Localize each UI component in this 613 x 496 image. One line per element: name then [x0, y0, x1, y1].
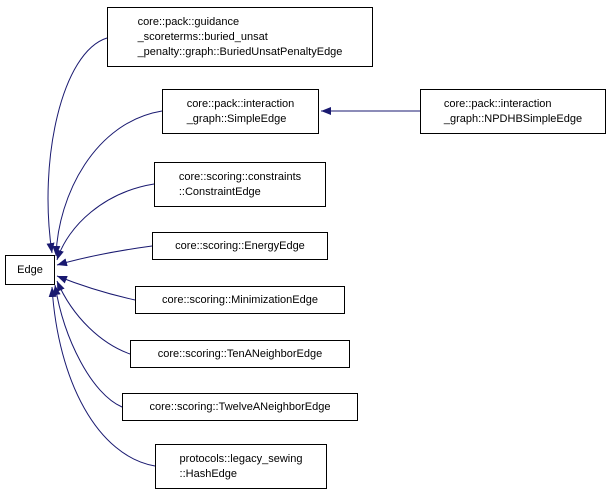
arrow-hash-edge-to-edge [48, 286, 156, 467]
arrow-twelve-a-neighbor-edge-to-edge [52, 284, 123, 408]
label-line: core::scoring::MinimizationEdge [162, 293, 318, 306]
class-node-label: core::scoring::constraints ::ConstraintE… [173, 168, 307, 202]
class-node-npdhb-simple-edge[interactable]: core::pack::interaction _graph::NPDHBSim… [420, 89, 606, 134]
label-line: core::scoring::TenANeighborEdge [157, 347, 323, 360]
class-node-label: core::pack::guidance _scoreterms::buried… [132, 13, 349, 62]
class-node-label: core::pack::interaction _graph::SimpleEd… [181, 95, 301, 129]
label-line: core::scoring::TwelveANeighborEdge [149, 400, 331, 413]
arrow-buried-unsat-penalty-edge-to-edge [46, 37, 108, 254]
class-node-minimization-edge[interactable]: core::scoring::MinimizationEdge [135, 286, 345, 314]
label-line: ::HashEdge [179, 467, 238, 480]
label-line: core::pack::interaction [186, 97, 295, 110]
arrow-minimization-edge-to-edge [56, 275, 136, 301]
class-node-edge: Edge [5, 255, 55, 285]
label-line: protocols::legacy_sewing [179, 452, 303, 465]
class-node-constraint-edge[interactable]: core::scoring::constraints ::ConstraintE… [154, 162, 326, 207]
label-line: _graph::NPDHBSimpleEdge [443, 112, 583, 125]
label-line: Edge [17, 263, 43, 276]
class-node-ten-a-neighbor-edge[interactable]: core::scoring::TenANeighborEdge [130, 340, 350, 368]
class-node-label: core::scoring::TenANeighborEdge [152, 345, 328, 364]
class-node-label: core::scoring::TwelveANeighborEdge [144, 398, 337, 417]
label-line: core::scoring::EnergyEdge [175, 239, 305, 252]
class-node-hash-edge[interactable]: protocols::legacy_sewing ::HashEdge [155, 444, 327, 489]
arrow-energy-edge-to-edge [56, 245, 153, 267]
label-line: core::pack::interaction [443, 97, 552, 110]
label-line: _scoreterms::buried_unsat [137, 30, 268, 43]
label-line: ::ConstraintEdge [178, 185, 261, 198]
class-node-label: Edge [11, 261, 49, 280]
class-node-label: core::scoring::MinimizationEdge [156, 291, 324, 310]
class-node-simple-edge[interactable]: core::pack::interaction _graph::SimpleEd… [162, 89, 319, 134]
arrow-ten-a-neighbor-edge-to-edge [56, 280, 131, 355]
arrow-simple-edge-to-edge [52, 110, 163, 257]
class-node-twelve-a-neighbor-edge[interactable]: core::scoring::TwelveANeighborEdge [122, 393, 358, 421]
label-line: core::scoring::constraints [178, 170, 302, 183]
label-line: _graph::SimpleEdge [186, 112, 287, 125]
class-node-label: protocols::legacy_sewing ::HashEdge [174, 450, 309, 484]
class-node-label: core::scoring::EnergyEdge [169, 237, 311, 256]
class-node-buried-unsat-penalty-edge[interactable]: core::pack::guidance _scoreterms::buried… [107, 7, 373, 67]
class-node-energy-edge[interactable]: core::scoring::EnergyEdge [152, 232, 328, 260]
label-line: core::pack::guidance [137, 15, 240, 28]
arrow-constraint-edge-to-edge [56, 183, 155, 261]
label-line: _penalty::graph::BuriedUnsatPenaltyEdge [137, 45, 343, 58]
class-node-label: core::pack::interaction _graph::NPDHBSim… [438, 95, 588, 129]
